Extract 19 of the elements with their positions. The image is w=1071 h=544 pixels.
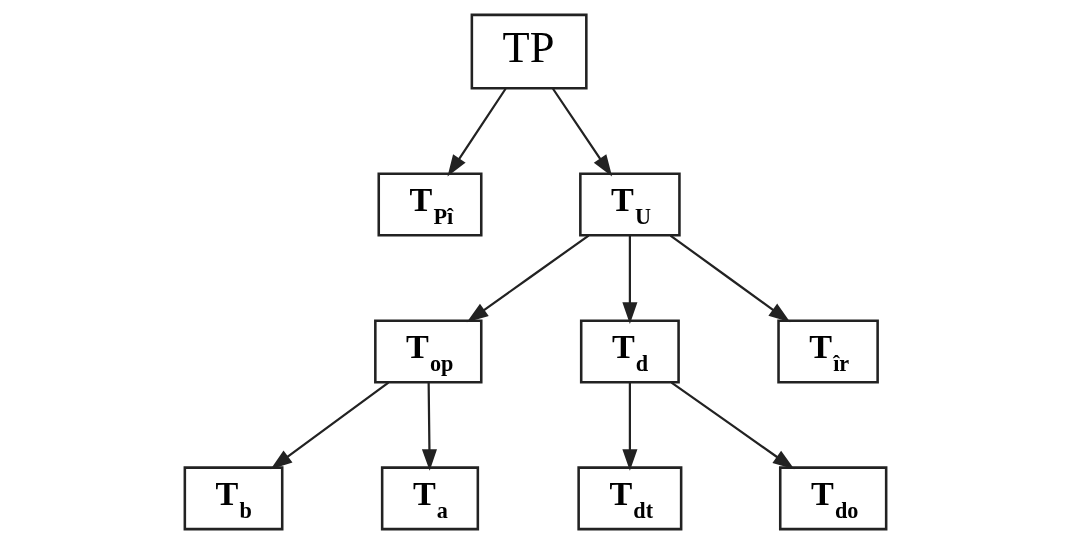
arrow [669, 234, 791, 323]
node-box: TP [470, 13, 588, 90]
arrow [447, 88, 507, 177]
arrow [670, 381, 795, 470]
arrow [622, 235, 638, 324]
node-box: T$_{do}$ [778, 466, 888, 531]
arrow [466, 234, 590, 323]
node-box: T$_{îr}$ [777, 319, 879, 384]
node-box: T$_{b}$ [183, 466, 284, 531]
node-box: T$_{U}$ [579, 172, 681, 237]
node-box: T$_{d}$ [579, 319, 680, 384]
arrow [270, 381, 390, 470]
node-box: T$_{dt}$ [577, 466, 683, 531]
arrow [421, 382, 437, 471]
node-box: T$_{Pî}$ [377, 172, 483, 237]
node-box: T$_{a}$ [380, 466, 480, 531]
arrow [622, 382, 638, 471]
node-box: T$_{op}$ [374, 319, 483, 384]
arrow [552, 88, 613, 177]
